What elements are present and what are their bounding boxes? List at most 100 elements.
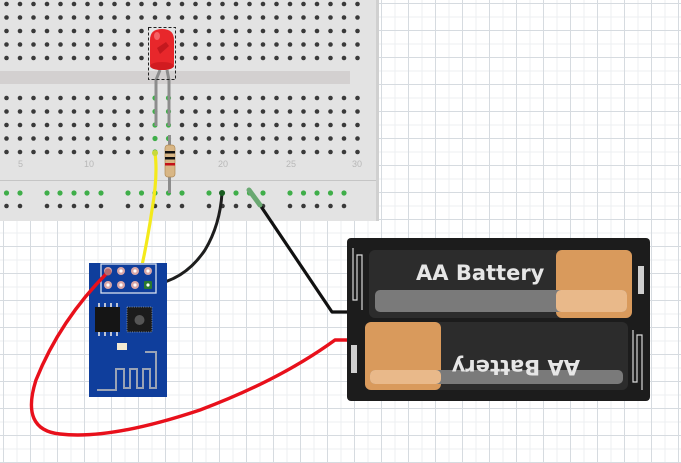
breadboard-hole[interactable] xyxy=(355,1,360,7)
breadboard-hole[interactable] xyxy=(355,149,360,155)
breadboard-hole[interactable] xyxy=(4,149,9,155)
breadboard-hole[interactable] xyxy=(179,136,185,141)
breadboard-hole[interactable] xyxy=(274,15,279,20)
breadboard-hole[interactable] xyxy=(260,42,266,47)
breadboard-hole[interactable] xyxy=(125,203,131,209)
breadboard-hole[interactable] xyxy=(314,149,320,155)
breadboard-hole[interactable] xyxy=(31,95,36,101)
breadboard-hole[interactable] xyxy=(301,42,306,47)
black-wire-battery[interactable] xyxy=(250,192,352,314)
breadboard-hole[interactable] xyxy=(328,95,333,101)
breadboard-hole[interactable] xyxy=(139,15,144,20)
breadboard-hole[interactable] xyxy=(260,149,266,155)
breadboard-hole[interactable] xyxy=(206,109,212,114)
breadboard-hole[interactable] xyxy=(98,122,104,128)
breadboard-hole-connected[interactable] xyxy=(71,190,77,196)
breadboard-hole[interactable] xyxy=(341,122,347,128)
breadboard-hole-connected[interactable] xyxy=(300,190,307,196)
breadboard-hole[interactable] xyxy=(314,15,320,20)
breadboard-hole[interactable] xyxy=(31,42,36,47)
breadboard-hole[interactable] xyxy=(220,55,225,61)
breadboard-hole[interactable] xyxy=(328,203,333,209)
breadboard-hole[interactable] xyxy=(193,136,198,141)
breadboard-hole[interactable] xyxy=(4,122,9,128)
breadboard-hole[interactable] xyxy=(139,55,144,61)
breadboard-hole[interactable] xyxy=(44,95,50,101)
breadboard-hole[interactable] xyxy=(274,109,279,114)
breadboard-hole[interactable] xyxy=(274,95,279,101)
breadboard-hole[interactable] xyxy=(58,28,63,34)
breadboard-hole[interactable] xyxy=(206,1,212,7)
breadboard-hole[interactable] xyxy=(247,55,252,61)
breadboard-hole[interactable] xyxy=(17,122,23,128)
breadboard-hole[interactable] xyxy=(314,42,320,47)
breadboard-hole[interactable] xyxy=(17,55,23,61)
breadboard-hole[interactable] xyxy=(355,95,360,101)
breadboard-hole[interactable] xyxy=(44,136,50,141)
breadboard-hole[interactable] xyxy=(233,1,239,7)
breadboard-hole[interactable] xyxy=(71,149,77,155)
breadboard-hole[interactable] xyxy=(341,1,347,7)
breadboard-hole-connected[interactable] xyxy=(98,190,104,196)
breadboard-hole[interactable] xyxy=(314,95,320,101)
breadboard-hole[interactable] xyxy=(247,109,252,114)
breadboard-hole[interactable] xyxy=(57,203,63,209)
breadboard-hole[interactable] xyxy=(314,109,320,114)
breadboard-hole[interactable] xyxy=(125,55,131,61)
breadboard-hole[interactable] xyxy=(247,28,252,34)
breadboard-hole[interactable] xyxy=(44,149,50,155)
breadboard-hole[interactable] xyxy=(193,1,198,7)
breadboard-hole[interactable] xyxy=(98,136,104,141)
breadboard-hole[interactable] xyxy=(287,149,293,155)
breadboard-hole[interactable] xyxy=(17,95,23,101)
breadboard-hole[interactable] xyxy=(4,42,9,47)
breadboard-hole[interactable] xyxy=(314,136,320,141)
breadboard-hole[interactable] xyxy=(206,28,212,34)
breadboard-hole[interactable] xyxy=(125,42,131,47)
breadboard-hole[interactable] xyxy=(85,95,90,101)
breadboard-hole[interactable] xyxy=(112,55,117,61)
breadboard-hole[interactable] xyxy=(206,136,212,141)
breadboard-hole[interactable] xyxy=(247,1,252,7)
breadboard-hole[interactable] xyxy=(355,122,360,128)
breadboard-hole[interactable] xyxy=(341,203,347,209)
breadboard-hole-connected[interactable] xyxy=(44,190,50,196)
breadboard-hole[interactable] xyxy=(341,149,347,155)
breadboard-hole[interactable] xyxy=(274,1,279,7)
breadboard-hole[interactable] xyxy=(193,55,198,61)
breadboard-hole[interactable] xyxy=(85,149,90,155)
breadboard-hole[interactable] xyxy=(85,122,90,128)
breadboard-hole[interactable] xyxy=(71,109,77,114)
breadboard-hole[interactable] xyxy=(17,42,23,47)
breadboard-hole[interactable] xyxy=(193,28,198,34)
breadboard-hole[interactable] xyxy=(4,109,9,114)
breadboard-hole[interactable] xyxy=(233,55,239,61)
breadboard-hole[interactable] xyxy=(328,55,333,61)
breadboard-hole[interactable] xyxy=(193,149,198,155)
breadboard-hole-connected[interactable] xyxy=(3,190,10,196)
breadboard-hole[interactable] xyxy=(166,1,171,7)
breadboard-hole[interactable] xyxy=(112,15,117,20)
breadboard-hole[interactable] xyxy=(247,136,252,141)
breadboard-hole[interactable] xyxy=(301,203,306,209)
breadboard-hole[interactable] xyxy=(233,15,239,20)
breadboard-hole[interactable] xyxy=(233,95,239,101)
breadboard-hole[interactable] xyxy=(139,203,144,209)
breadboard-hole[interactable] xyxy=(260,109,266,114)
breadboard-hole-connected[interactable] xyxy=(179,190,185,196)
breadboard-hole[interactable] xyxy=(287,15,293,20)
breadboard-hole[interactable] xyxy=(98,95,104,101)
breadboard-hole[interactable] xyxy=(4,95,9,101)
breadboard-hole[interactable] xyxy=(71,55,77,61)
breadboard-hole[interactable] xyxy=(341,55,347,61)
breadboard-hole[interactable] xyxy=(179,28,185,34)
breadboard-hole[interactable] xyxy=(152,15,158,20)
breadboard-hole[interactable] xyxy=(98,109,104,114)
breadboard-hole[interactable] xyxy=(139,42,144,47)
breadboard-hole[interactable] xyxy=(328,109,333,114)
breadboard-hole[interactable] xyxy=(139,136,144,141)
breadboard-hole[interactable] xyxy=(44,122,50,128)
breadboard-hole[interactable] xyxy=(31,1,36,7)
breadboard-hole[interactable] xyxy=(287,55,293,61)
breadboard-hole[interactable] xyxy=(341,15,347,20)
